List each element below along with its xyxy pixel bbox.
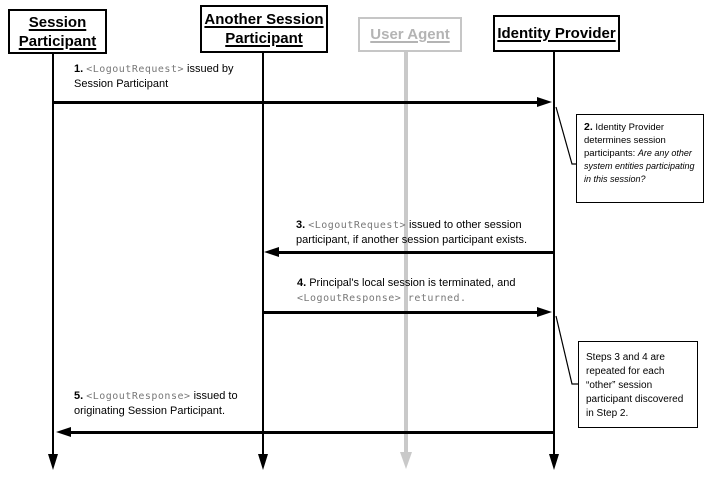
lifeline-arrowhead-user-agent <box>400 452 412 469</box>
message-label-4: 4.Principal's local session is terminate… <box>297 277 516 304</box>
step-number: 1. <box>74 63 84 75</box>
lifeline-arrowhead-another-session-participant <box>258 454 268 470</box>
actor-box-identity-provider: Identity Provider <box>493 15 620 52</box>
protocol-element: <LogoutRequest> <box>86 64 184 75</box>
protocol-element: <LogoutResponse> <box>86 391 191 402</box>
lifeline-identity-provider <box>553 52 555 456</box>
note-step-2: 2. Identity Provider determines session … <box>576 114 704 203</box>
step-number: 4. <box>297 277 307 289</box>
lifeline-session-participant <box>52 54 54 456</box>
message-arrowhead-3 <box>264 247 279 257</box>
message-label-1: 1.<LogoutRequest> issued by Session Part… <box>74 63 234 90</box>
note-italic-text: Are any other system entities participat… <box>584 148 695 184</box>
actor-label: User Agent <box>370 26 450 43</box>
lifeline-another-session-participant <box>262 53 264 456</box>
lifeline-arrowhead-session-participant <box>48 454 58 470</box>
message-label-5: 5.<LogoutResponse> issued to originating… <box>74 390 238 417</box>
protocol-element: <LogoutRequest> <box>308 220 406 231</box>
step-number: 3. <box>296 219 306 231</box>
lifeline-arrowhead-identity-provider <box>549 454 559 470</box>
message-arrow-1 <box>53 101 538 104</box>
step-number: 2. <box>584 121 593 133</box>
actor-label: Identity Provider <box>497 25 616 42</box>
actor-box-session-participant: Session Participant <box>8 9 107 54</box>
message-arrowhead-1 <box>537 97 552 107</box>
message-arrowhead-5 <box>56 427 71 437</box>
actor-box-user-agent: User Agent <box>358 17 462 52</box>
actor-label: Another Session <box>204 11 324 28</box>
message-label-3: 3.<LogoutRequest> issued to other sessio… <box>296 219 528 246</box>
message-arrow-5 <box>70 431 553 434</box>
actor-label: Participant <box>18 32 97 50</box>
message-arrowhead-4 <box>537 307 552 317</box>
actor-label: Participant <box>225 30 303 47</box>
actor-box-another-session-participant: Another Session Participant <box>200 5 328 53</box>
step-number: 5. <box>74 390 84 402</box>
protocol-element: <LogoutResponse> returned. <box>297 293 467 304</box>
message-arrow-3 <box>278 251 554 254</box>
note-steps-3-4: Steps 3 and 4 are repeated for each “oth… <box>578 341 698 428</box>
message-arrow-4 <box>263 311 538 314</box>
actor-label: Session <box>28 13 87 31</box>
